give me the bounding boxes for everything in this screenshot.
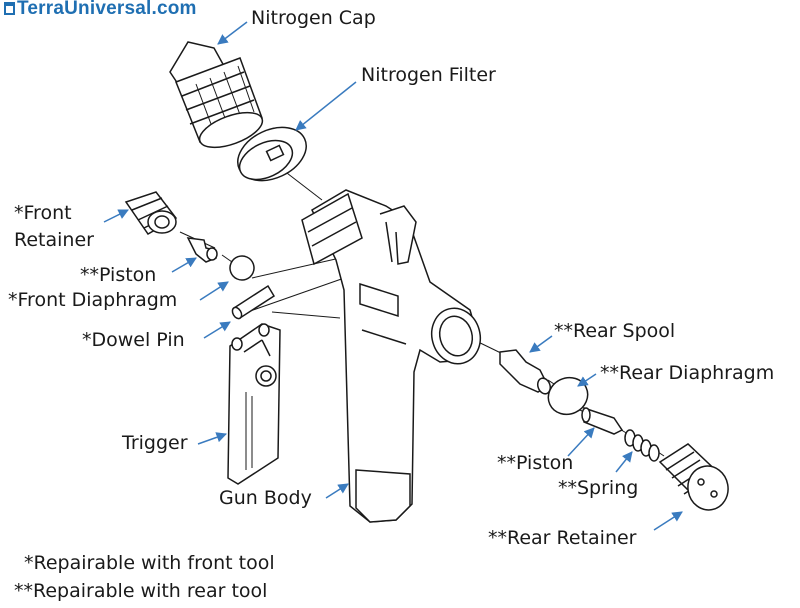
label-front-diaphragm: *Front Diaphragm [8,289,178,311]
leader-nitrogen-cap [217,21,248,45]
nitrogen-cap-part [169,41,264,149]
leader-front-retainer [103,209,129,223]
front-retainer-part [124,191,178,235]
rear-spool-part [499,349,552,395]
front-piston-part [186,237,218,263]
front-diaphragm-part [229,255,255,281]
gun-body-part [301,189,482,523]
leader-spring [615,451,633,473]
rear-piston-part [581,406,624,435]
brand-mark-icon [4,2,15,15]
leader-trigger [197,432,227,445]
rear-diaphragm-part [547,376,589,416]
label-front-piston: **Piston [80,264,157,286]
spring-part [624,429,660,462]
rear-retainer-part [658,443,729,511]
label-rear-diaphragm: **Rear Diaphragm [600,362,775,384]
dowel-pin-part [231,284,276,320]
brand-name: TerraUniversal.com [17,0,197,19]
leader-nitrogen-filter [295,81,357,131]
nitrogen-filter-part [237,126,307,182]
label-nitrogen-cap: Nitrogen Cap [251,7,376,29]
label-nitrogen-filter: Nitrogen Filter [361,64,496,86]
label-front-retainer-line1: *Front [14,202,72,224]
label-front-retainer-line2: Retainer [14,229,94,251]
leader-rear-retainer [653,511,683,531]
label-gun-body: Gun Body [219,487,312,509]
trigger-part [227,323,281,485]
leader-rear-spool [529,335,553,353]
leader-dowel-pin [203,321,231,339]
leader-rear-piston [567,427,595,457]
leader-gun-body [325,483,349,499]
label-trigger: Trigger [122,432,188,454]
leader-rear-diaphragm [577,373,597,387]
legend-front-tool: *Repairable with front tool [24,552,275,574]
label-rear-spool: **Rear Spool [554,320,676,342]
leader-arrows [103,21,683,531]
leader-front-diaphragm [199,281,229,301]
label-rear-piston: **Piston [497,452,574,474]
label-dowel-pin: *Dowel Pin [82,329,185,351]
label-spring: **Spring [558,477,639,499]
brand-logo[interactable]: TerraUniversal.com [4,0,197,20]
leader-front-piston [171,257,197,273]
legend-rear-tool: **Repairable with rear tool [14,580,268,602]
label-rear-retainer: **Rear Retainer [488,527,637,549]
